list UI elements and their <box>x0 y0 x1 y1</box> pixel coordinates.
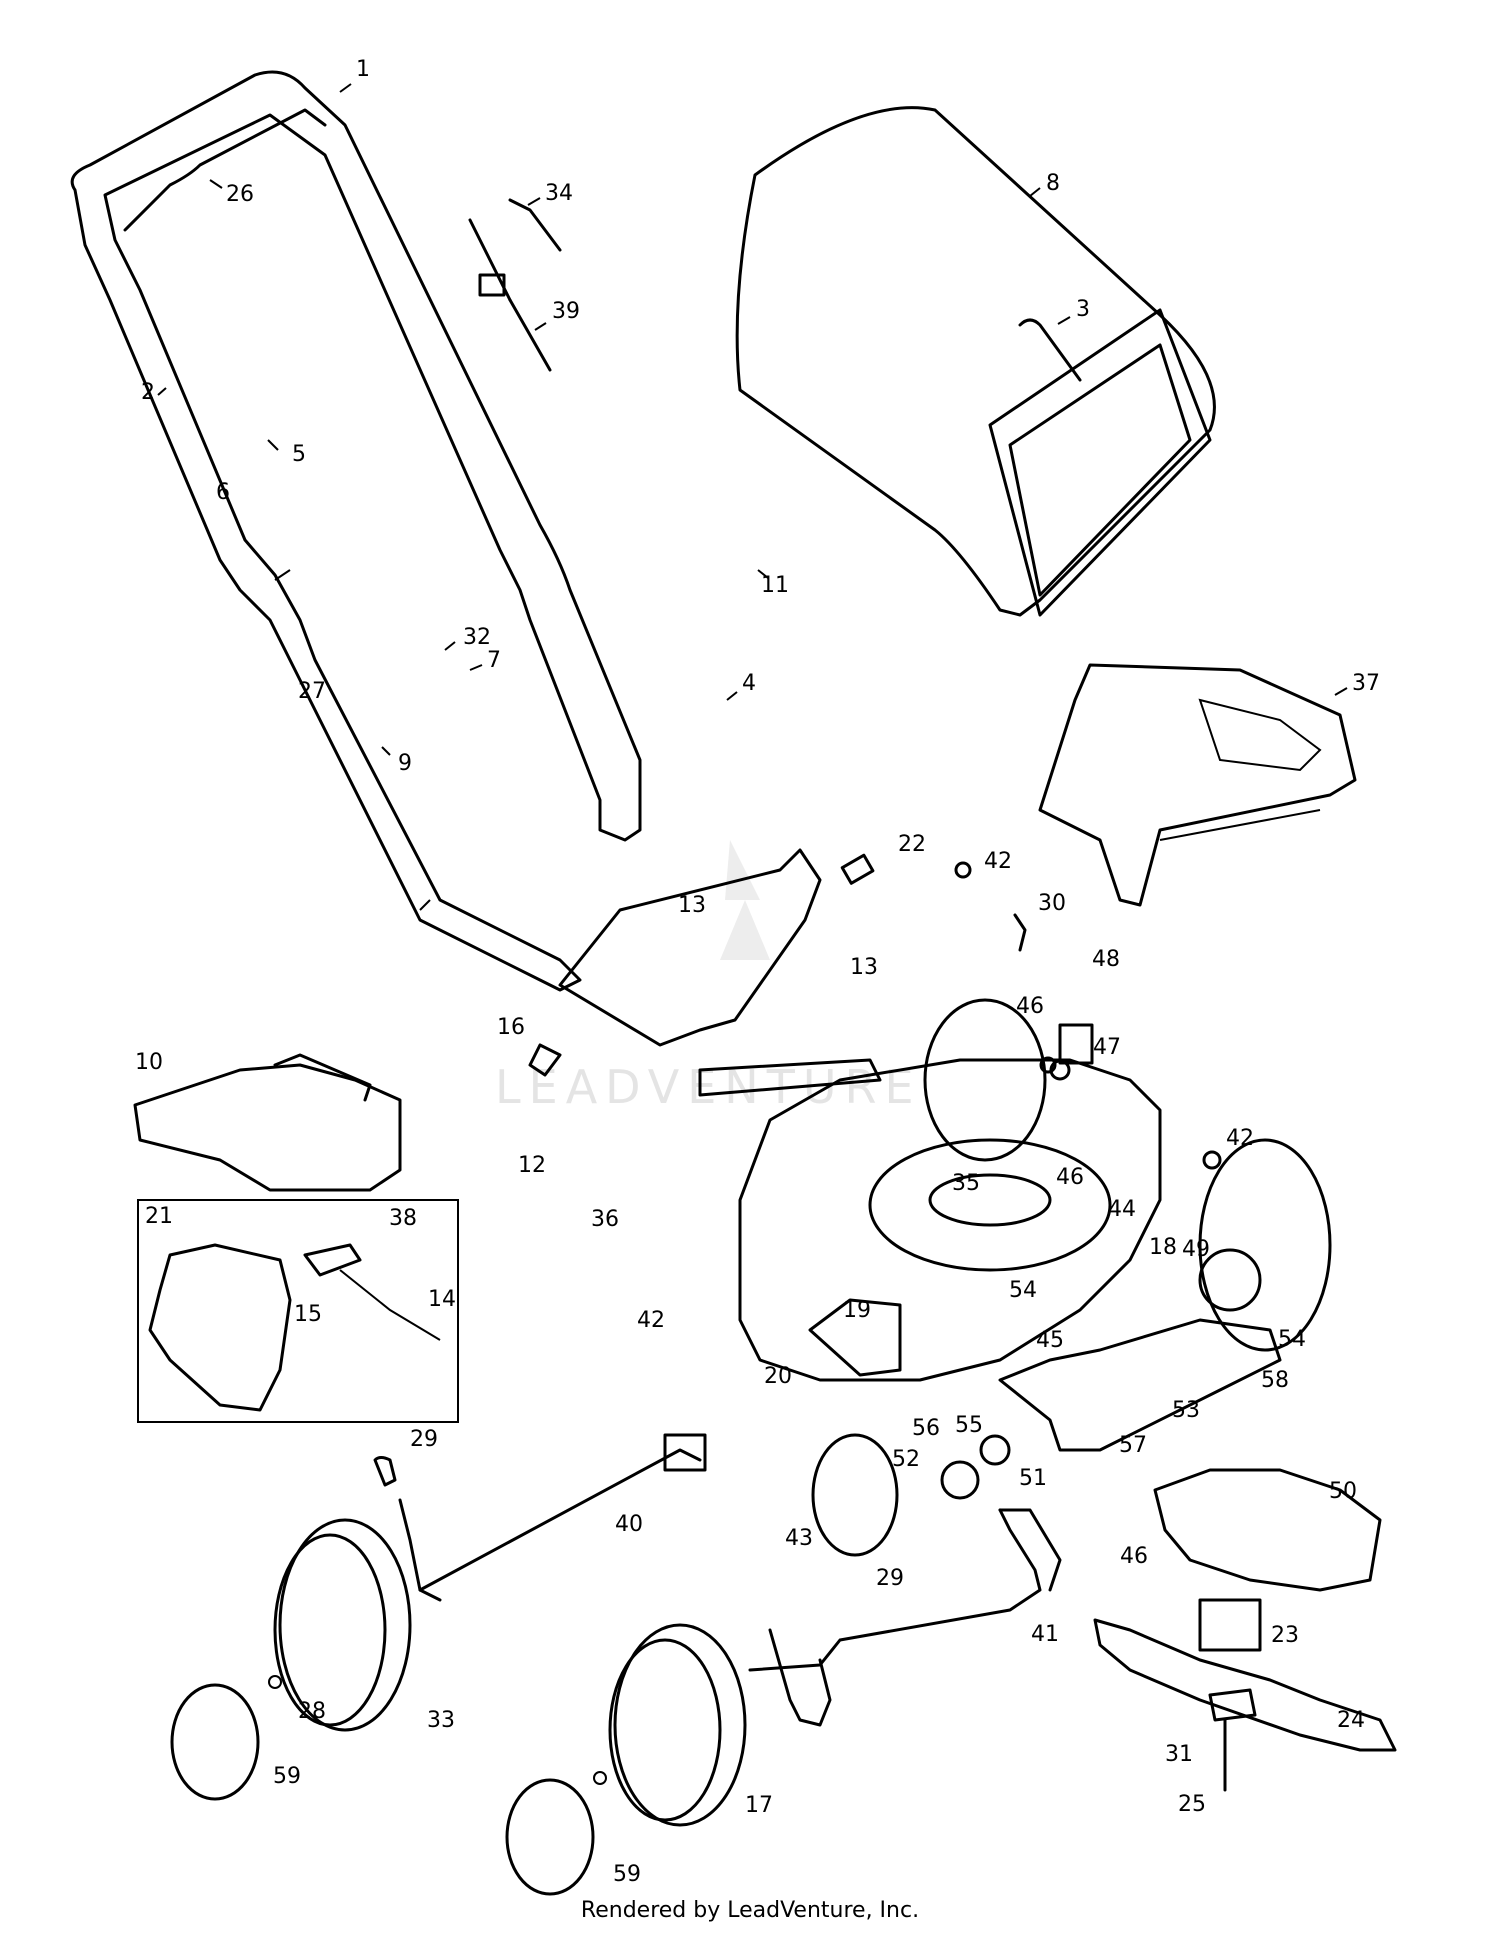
callout-13: 13 <box>850 955 878 980</box>
callout-30: 30 <box>1038 891 1066 916</box>
callouts: 1 26 34 8 39 3 2 5 6 11 32 27 7 4 9 37 2… <box>135 57 1380 1887</box>
callout-59: 59 <box>613 1862 641 1887</box>
side-discharge-chute <box>133 1053 402 1192</box>
callout-27: 27 <box>298 679 326 704</box>
callout-5: 5 <box>292 442 306 467</box>
callout-56: 56 <box>912 1416 940 1441</box>
callout-12: 12 <box>518 1153 546 1178</box>
callout-48: 48 <box>1092 947 1120 972</box>
callout-53: 53 <box>1172 1398 1200 1423</box>
blade-assembly <box>1093 1468 1397 1792</box>
transmission <box>940 1248 1282 1500</box>
callout-19: 19 <box>843 1298 871 1323</box>
callout-58: 58 <box>1261 1368 1289 1393</box>
callout-17: 17 <box>745 1793 773 1818</box>
callout-10: 10 <box>135 1050 163 1075</box>
mulch-plug <box>1038 663 1357 907</box>
callout-8: 8 <box>1046 171 1060 196</box>
callout-46: 46 <box>1056 1165 1084 1190</box>
callout-54: 54 <box>1009 1278 1037 1303</box>
callout-29: 29 <box>876 1566 904 1591</box>
callout-50: 50 <box>1329 1479 1357 1504</box>
callout-7: 7 <box>487 648 501 673</box>
footer-credit: Rendered by LeadVenture, Inc. <box>580 1898 920 1923</box>
callout-55: 55 <box>955 1413 983 1438</box>
callout-14: 14 <box>428 1287 456 1312</box>
callout-24: 24 <box>1337 1708 1365 1733</box>
callout-42: 42 <box>1226 1126 1254 1151</box>
callout-25: 25 <box>1178 1792 1206 1817</box>
wheels <box>268 1518 747 1827</box>
callout-43: 43 <box>785 1526 813 1551</box>
rear-door <box>528 848 875 1077</box>
callout-42: 42 <box>984 849 1012 874</box>
callout-35: 35 <box>952 1171 980 1196</box>
callout-23: 23 <box>1271 1623 1299 1648</box>
callout-2: 2 <box>141 380 155 405</box>
callout-13: 13 <box>678 893 706 918</box>
mulch-door-kit <box>137 1199 459 1423</box>
callout-3: 3 <box>1076 297 1090 322</box>
callout-28: 28 <box>298 1699 326 1724</box>
callout-16: 16 <box>497 1015 525 1040</box>
callout-29: 29 <box>410 1427 438 1452</box>
callout-21: 21 <box>145 1204 173 1229</box>
callout-45: 45 <box>1036 1328 1064 1353</box>
callout-57: 57 <box>1119 1433 1147 1458</box>
callout-4: 4 <box>742 671 756 696</box>
callout-6: 6 <box>216 480 230 505</box>
callout-20: 20 <box>764 1364 792 1389</box>
callout-26: 26 <box>226 182 254 207</box>
callout-40: 40 <box>615 1512 643 1537</box>
callout-52: 52 <box>892 1447 920 1472</box>
callout-38: 38 <box>389 1206 417 1231</box>
callout-54: 54 <box>1278 1327 1306 1352</box>
callout-47: 47 <box>1093 1035 1121 1060</box>
hubcaps <box>170 1683 595 1896</box>
callout-34: 34 <box>545 181 573 206</box>
callout-33: 33 <box>427 1708 455 1733</box>
rear-axle <box>373 1433 707 1602</box>
control-cable <box>468 198 562 372</box>
callout-18: 18 <box>1149 1235 1177 1260</box>
handle-assembly <box>70 70 642 992</box>
callout-15: 15 <box>294 1302 322 1327</box>
pulley <box>811 1433 899 1557</box>
callout-41: 41 <box>1031 1622 1059 1647</box>
callout-51: 51 <box>1019 1466 1047 1491</box>
callout-32: 32 <box>463 625 491 650</box>
callout-46: 46 <box>1120 1544 1148 1569</box>
front-axle <box>748 1508 1062 1727</box>
grass-bag <box>735 106 1216 617</box>
callout-46: 46 <box>1016 994 1044 1019</box>
callout-1: 1 <box>356 57 370 82</box>
deck <box>698 998 1332 1382</box>
callout-11: 11 <box>761 573 789 598</box>
callout-39: 39 <box>552 299 580 324</box>
leader-lines <box>157 83 1348 756</box>
callout-9: 9 <box>398 751 412 776</box>
callout-42: 42 <box>637 1308 665 1333</box>
fasteners-upper <box>954 861 1222 1170</box>
callout-59: 59 <box>273 1764 301 1789</box>
callout-36: 36 <box>591 1207 619 1232</box>
callout-44: 44 <box>1108 1197 1136 1222</box>
callout-31: 31 <box>1165 1742 1193 1767</box>
callout-49: 49 <box>1182 1237 1210 1262</box>
callout-37: 37 <box>1352 671 1380 696</box>
callout-22: 22 <box>898 832 926 857</box>
